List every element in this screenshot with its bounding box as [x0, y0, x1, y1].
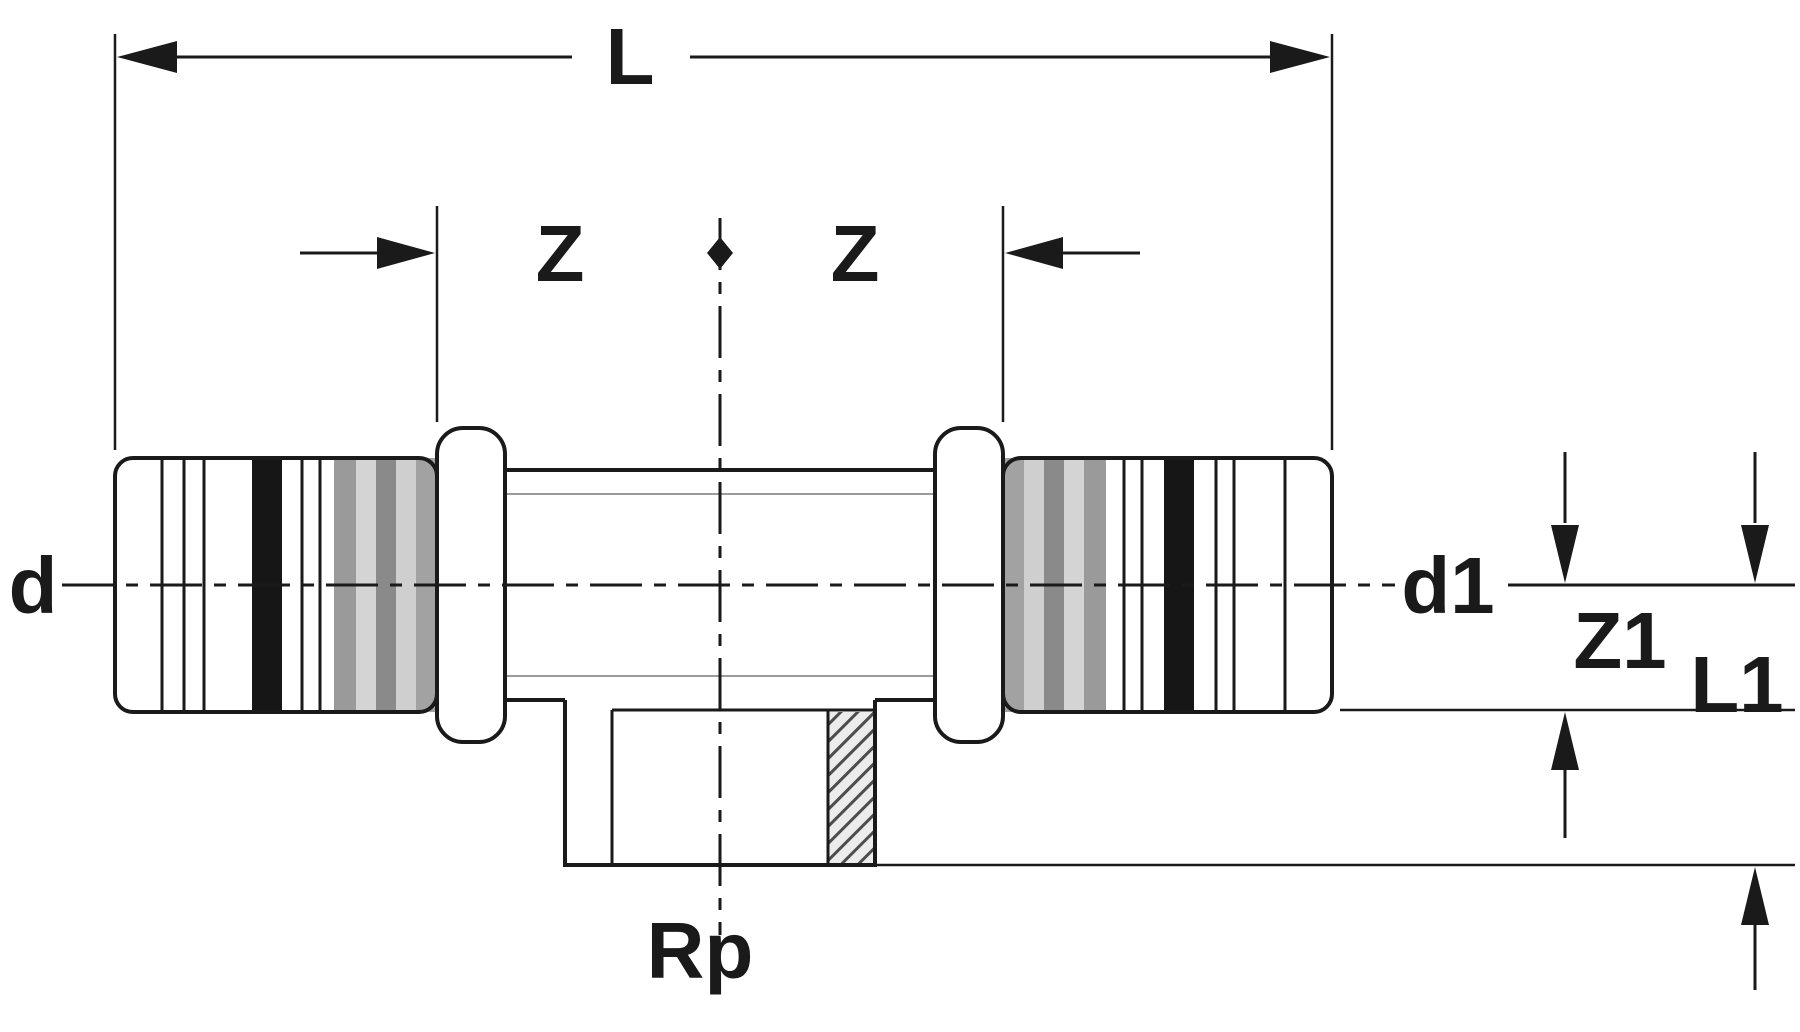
label-Rp: Rp	[647, 906, 754, 995]
centerlines	[62, 218, 1395, 935]
center-origin-marker-icon	[707, 237, 733, 269]
thread-hatch	[828, 712, 875, 863]
label-d1: d1	[1401, 541, 1494, 630]
arrowhead-down-icon	[1551, 525, 1579, 583]
dimension-Z: Z Z	[300, 206, 1140, 422]
label-Z-right: Z	[831, 209, 880, 298]
dimension-right-side: Z1 L1 d1	[875, 452, 1795, 990]
dimension-L: L	[113, 12, 1334, 450]
dimension-L1: L1	[1690, 452, 1784, 990]
label-L: L	[606, 12, 655, 101]
label-d: d	[9, 541, 58, 630]
connection-labels: d Rp	[9, 541, 754, 995]
label-Z1: Z1	[1573, 596, 1666, 685]
dimension-Z1: Z1	[1551, 452, 1667, 838]
arrowhead-right-icon	[1270, 41, 1330, 73]
label-L1: L1	[1690, 640, 1783, 729]
arrowhead-up-icon	[1741, 867, 1769, 925]
sleeve-stripe	[376, 458, 396, 712]
arrowhead-left-icon	[117, 41, 177, 73]
sleeve-stripe	[396, 458, 416, 712]
label-Z-left: Z	[536, 209, 585, 298]
fitting	[113, 426, 1334, 867]
arrowhead-left-icon	[1005, 237, 1063, 269]
arrowhead-down-icon	[1741, 525, 1769, 583]
arrowhead-right-icon	[377, 237, 435, 269]
arrowhead-up-icon	[1551, 712, 1579, 770]
